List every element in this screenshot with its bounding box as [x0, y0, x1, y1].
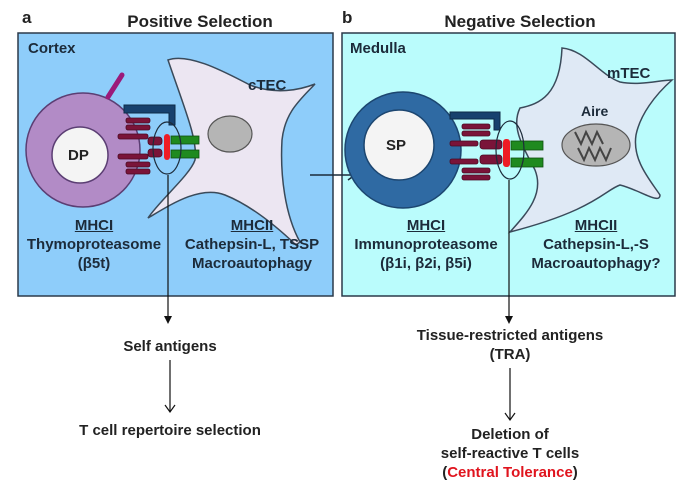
- dna-strands-icon: [574, 129, 612, 163]
- panel-a-letter: a: [22, 8, 32, 27]
- cell-label-dp: DP: [68, 147, 89, 164]
- panel-b-mhc1-mechanism: MHCI Immunoproteasome (β1i, β2i, β5i): [342, 216, 510, 273]
- synapse-circle-a: [152, 121, 182, 175]
- panel-a-mhc2-mechanism: MHCII Cathepsin-L, TSSP Macroautophagy: [172, 216, 332, 273]
- tra-label: Tissue-restricted antigens (TRA): [400, 326, 620, 364]
- mhc1-line2: (β5t): [77, 255, 111, 272]
- panel-b-mhc2-mechanism: MHCII Cathepsin-L,-S Macroautophagy?: [516, 216, 676, 273]
- mhc2-line2: Macroautophagy?: [531, 255, 661, 272]
- surface-marker: [105, 72, 125, 100]
- region-label-cortex: Cortex: [28, 40, 76, 57]
- tcr-complex-a: [117, 117, 163, 175]
- paren-open: (: [442, 464, 448, 481]
- mhc1-line1: Thymoproteasome: [26, 236, 162, 253]
- deletion-label: Deletion of self-reactive T cells (Centr…: [400, 425, 620, 482]
- mtec-nucleus: [561, 123, 631, 167]
- peptide-a: [164, 134, 170, 160]
- cell-label-ctec: cTEC: [248, 77, 287, 94]
- deletion-line3: (Central Tolerance): [400, 463, 620, 482]
- arrowhead-a-second: [164, 404, 176, 414]
- panel-a-title: Positive Selection: [127, 12, 273, 31]
- tra-line1: Tissue-restricted antigens: [416, 327, 604, 344]
- cell-label-mtec: mTEC: [607, 65, 651, 82]
- nucleus-label-aire: Aire: [581, 103, 609, 119]
- paren-close: ): [572, 464, 578, 481]
- dp-thymocyte-nucleus: [51, 126, 109, 184]
- coreceptor-a: [123, 104, 176, 126]
- mhc2-heading: MHCII: [230, 217, 274, 234]
- arrowhead-b-down: [505, 316, 513, 324]
- mhc2-line1: Cathepsin-L,-S: [543, 236, 649, 253]
- panel-a-mhc1-mechanism: MHCI Thymoproteasome (β5t): [20, 216, 168, 273]
- arrowhead-b-second: [504, 412, 516, 422]
- mhc1-heading: MHCI: [74, 217, 114, 234]
- panel-b-title: Negative Selection: [444, 12, 596, 31]
- repertoire-selection-label: T cell repertoire selection: [79, 422, 261, 439]
- mhc2-line1: Cathepsin-L, TSSP: [184, 236, 320, 253]
- mhc1-heading: MHCI: [406, 217, 446, 234]
- mhc2-line2: Macroautophagy: [191, 255, 312, 272]
- panel-b-letter: b: [342, 8, 353, 27]
- synapse-circle-b: [495, 120, 525, 180]
- mhc1-line2: (β1i, β2i, β5i): [380, 255, 472, 272]
- arrowhead-a-down: [164, 316, 172, 324]
- self-antigens-label: Self antigens: [123, 338, 217, 355]
- cell-label-sp: SP: [386, 137, 407, 154]
- sp-thymocyte-nucleus: [363, 109, 435, 181]
- mhc2-heading: MHCII: [574, 217, 618, 234]
- deletion-line1: Deletion of: [471, 426, 549, 443]
- tra-line2: (TRA): [489, 346, 531, 363]
- region-label-medulla: Medulla: [350, 40, 406, 57]
- peptide-b: [503, 139, 510, 167]
- ctec-nucleus: [207, 115, 253, 153]
- mhc-b: [510, 140, 544, 168]
- mhc-a: [170, 135, 200, 159]
- coreceptor-b: [449, 111, 501, 131]
- mhc1-line1: Immunoproteasome: [354, 236, 498, 253]
- central-tolerance-highlight: Central Tolerance: [447, 464, 573, 481]
- deletion-line2: self-reactive T cells: [440, 445, 580, 462]
